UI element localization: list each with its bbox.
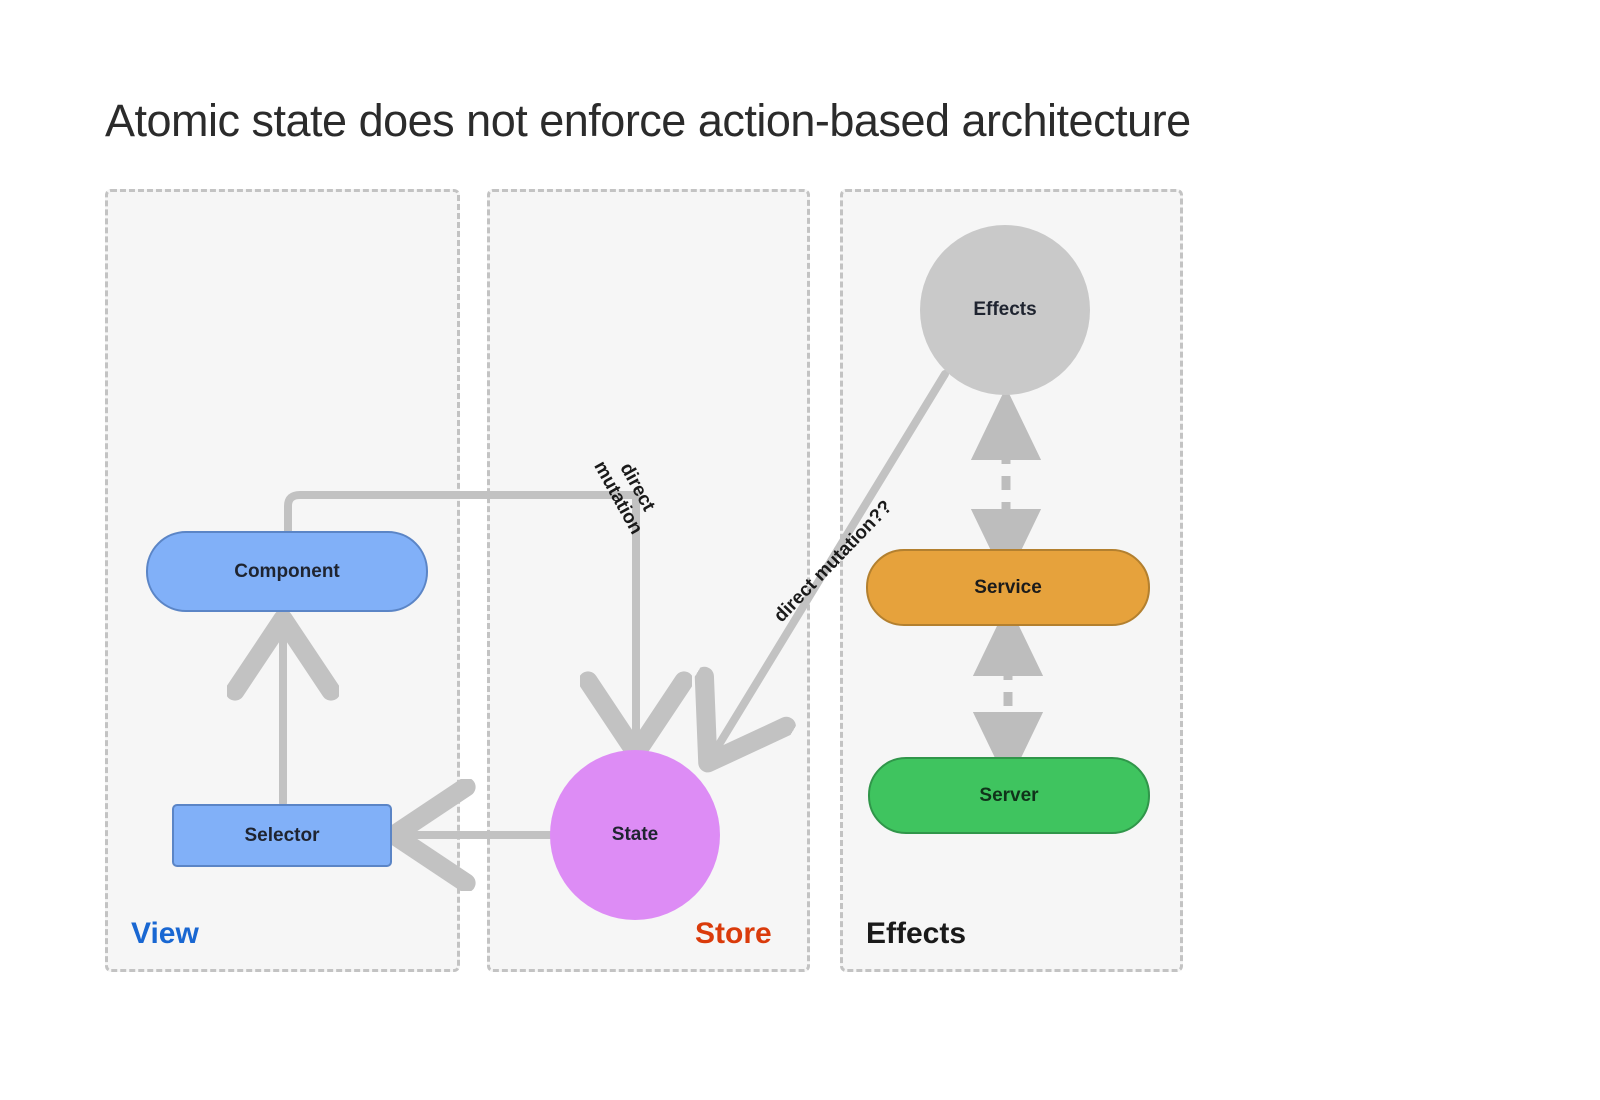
node-server-label: Server bbox=[979, 784, 1039, 806]
node-server[interactable]: Server bbox=[868, 757, 1150, 834]
node-effects-label: Effects bbox=[973, 299, 1037, 320]
node-component-label: Component bbox=[234, 560, 340, 582]
page-title: Atomic state does not enforce action-bas… bbox=[105, 95, 1191, 146]
node-selector-label: Selector bbox=[244, 824, 320, 846]
panel-label-view: View bbox=[131, 917, 199, 950]
node-component[interactable]: Component bbox=[146, 531, 428, 612]
panel-label-effects: Effects bbox=[866, 917, 967, 950]
node-state-label: State bbox=[611, 824, 659, 845]
node-effects[interactable]: Effects bbox=[920, 225, 1090, 395]
node-state[interactable]: State bbox=[550, 750, 720, 920]
node-service[interactable]: Service bbox=[866, 549, 1150, 626]
panel-label-store: Store bbox=[695, 917, 772, 950]
node-service-label: Service bbox=[974, 576, 1042, 598]
node-selector[interactable]: Selector bbox=[172, 804, 392, 867]
